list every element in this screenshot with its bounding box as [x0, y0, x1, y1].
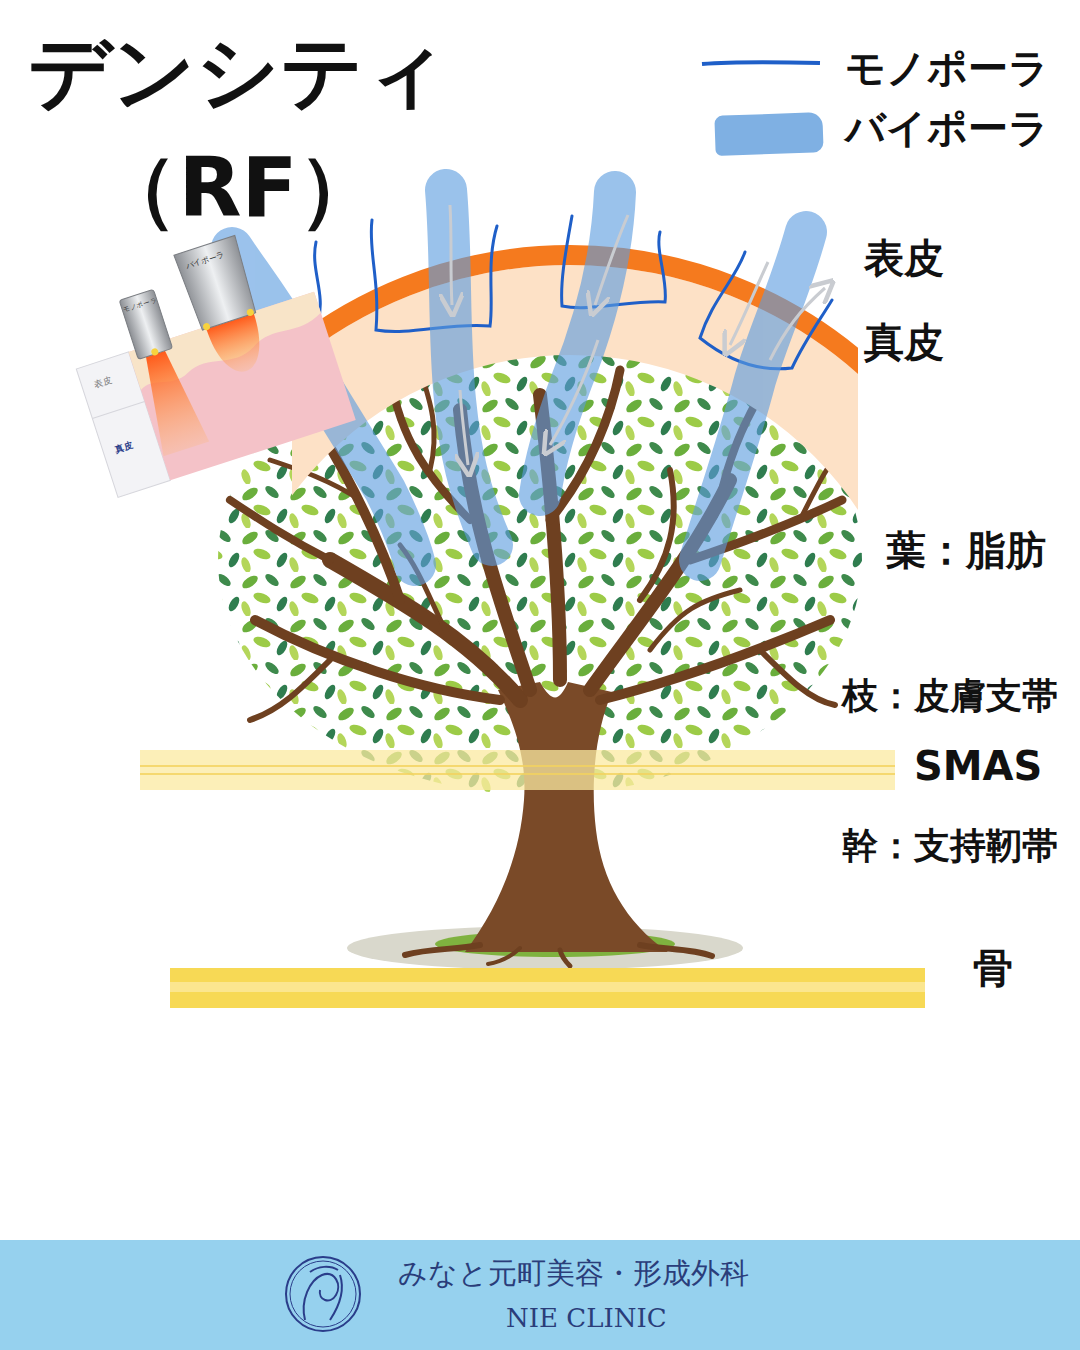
legend-line-sample — [702, 62, 820, 64]
layer-label: 表皮 — [864, 234, 944, 282]
layer-label-holder: 表皮 — [864, 234, 944, 282]
tree-roots — [405, 945, 712, 966]
layer-label-holder: 骨 — [973, 944, 1013, 992]
clinic-name-latin: NIE CLINIC — [506, 1303, 667, 1334]
layer-label: 葉：脂肪 — [886, 526, 1046, 574]
legend-swatch — [714, 112, 823, 156]
layer-label: SMAS — [914, 742, 1042, 790]
layer-label: 真皮 — [864, 318, 944, 366]
smas-band — [140, 750, 895, 790]
footer-bar — [0, 1240, 1080, 1350]
layer-label-holder: SMAS — [914, 742, 1042, 790]
layer-label: 骨 — [973, 944, 1013, 992]
layer-label-holder: 葉：脂肪 — [886, 526, 1046, 574]
layer-label: 幹：支持靭帯 — [842, 824, 1058, 867]
legend-label: バイポーラ — [845, 104, 1049, 152]
tree-trunk — [465, 682, 668, 952]
legend-label-holder: バイポーラ — [845, 104, 1049, 152]
layer-label-holder: 真皮 — [864, 318, 944, 366]
current-arrows — [450, 205, 825, 465]
layer-label-holder: 幹：支持靭帯 — [842, 824, 1058, 867]
layer-label-holder: 枝：皮膚支帯 — [842, 674, 1058, 717]
legend-label: モノポーラ — [845, 44, 1049, 92]
diagram-title-holder: デンシティ （RF） — [18, 14, 458, 247]
clinic-name-latin-holder: NIE CLINIC — [506, 1303, 667, 1334]
clinic-logo — [286, 1257, 360, 1331]
clinic-name-holder: みなと元町美容・形成外科 — [398, 1256, 749, 1291]
bone-band — [170, 968, 925, 1008]
legend-label-holder: モノポーラ — [845, 44, 1049, 92]
layer-label: 枝：皮膚支帯 — [842, 674, 1058, 717]
clinic-name: みなと元町美容・形成外科 — [398, 1256, 749, 1291]
diagram-title: デンシティ （RF） — [18, 14, 458, 247]
